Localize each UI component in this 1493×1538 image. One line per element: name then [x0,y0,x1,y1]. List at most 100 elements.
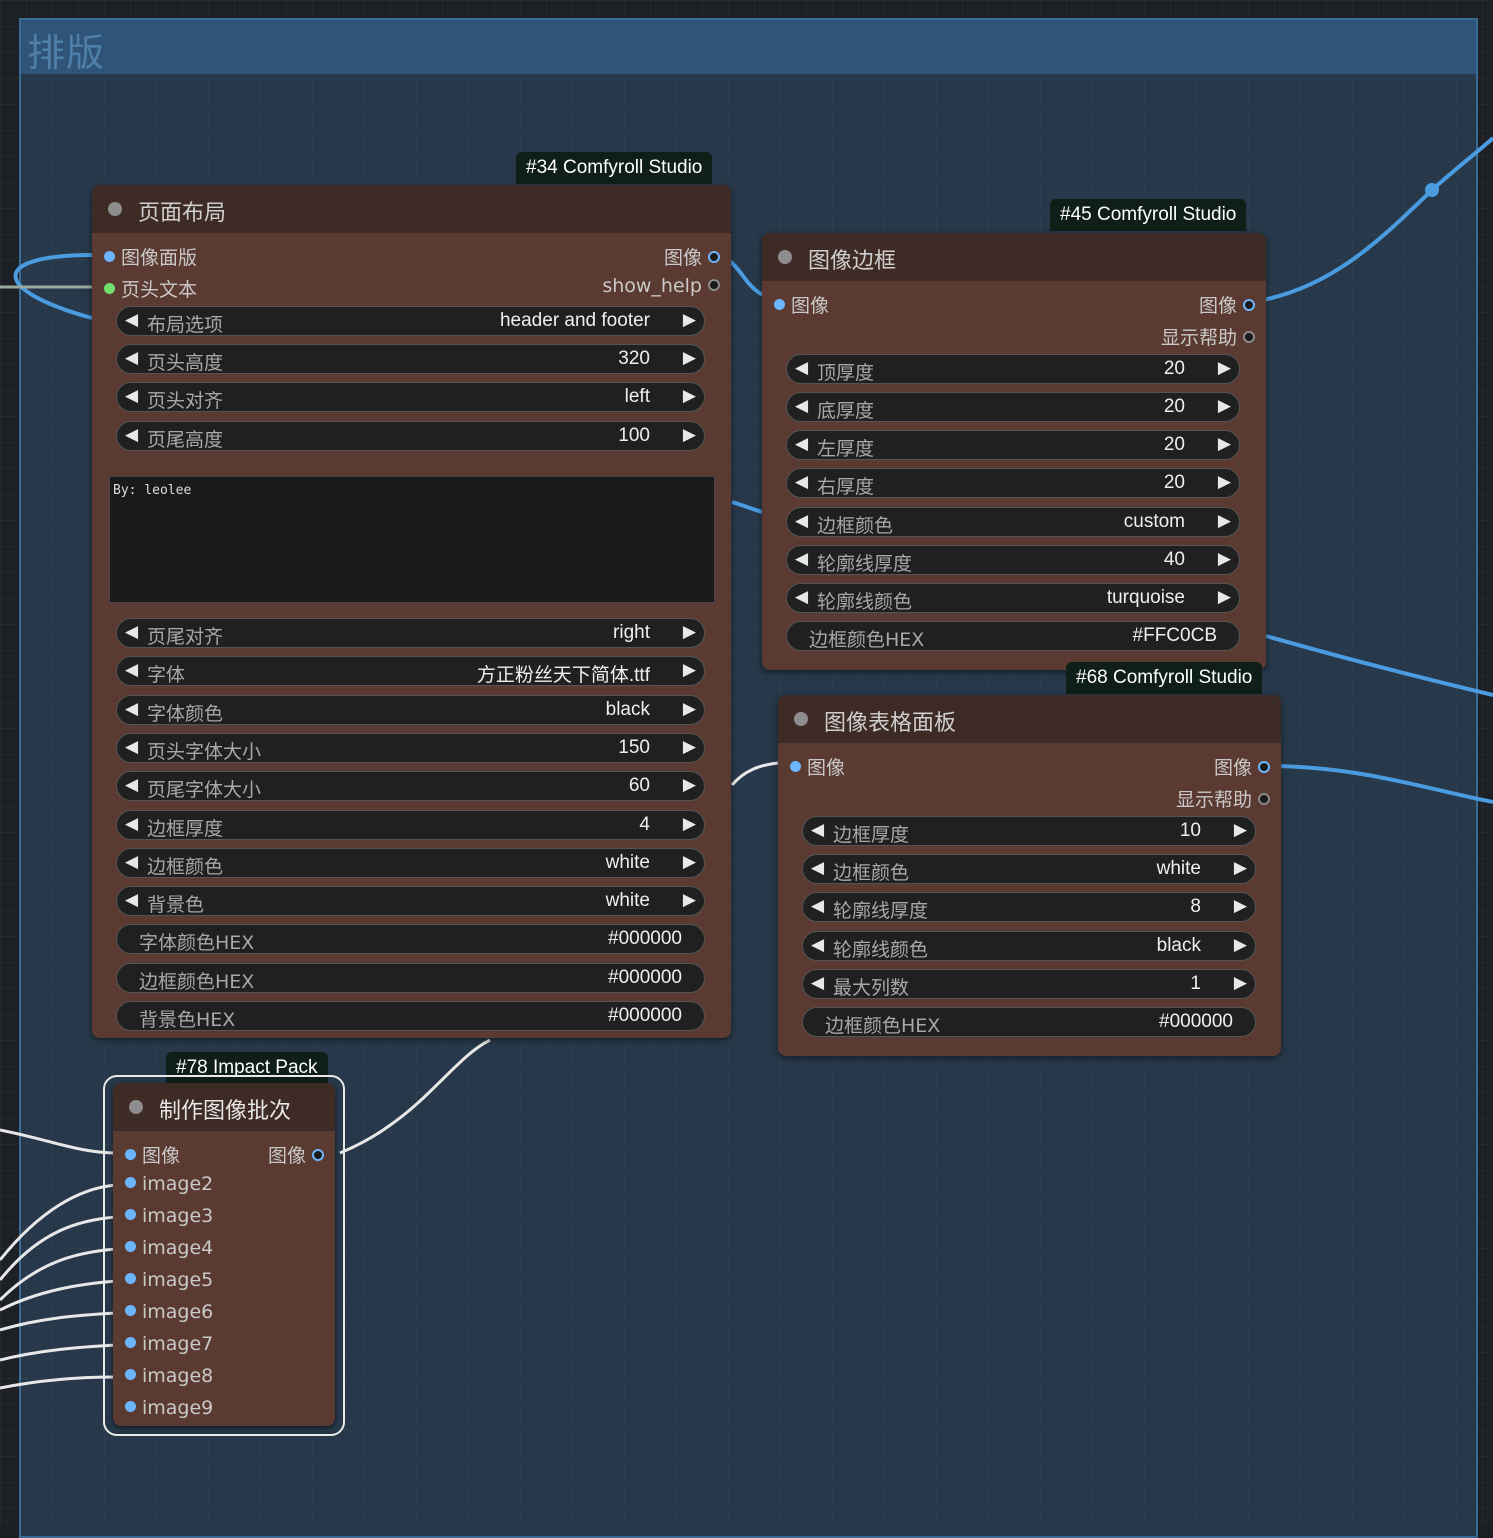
input-socket-icon[interactable] [125,1401,136,1412]
output-socket-icon[interactable] [312,1148,324,1161]
output-slot-show-help[interactable]: 显示帮助 [1176,785,1276,812]
decrement-arrow-icon[interactable]: ◀ [125,890,139,910]
decrement-arrow-icon[interactable]: ◀ [795,472,809,492]
node-header[interactable]: 页面布局 [92,185,731,233]
increment-arrow-icon[interactable]: ▶ [1233,935,1247,955]
decrement-arrow-icon[interactable]: ◀ [811,935,825,955]
decrement-arrow-icon[interactable]: ◀ [811,896,825,916]
widget-font[interactable]: ◀字体方正粉丝天下简体.ttf▶ [116,656,705,686]
output-socket-icon[interactable] [1243,330,1255,343]
increment-arrow-icon[interactable]: ▶ [682,890,696,910]
node-header[interactable]: 制作图像批次 [113,1083,335,1131]
field-border-color-hex[interactable]: 边框颜色HEX#000000 [802,1007,1256,1037]
increment-arrow-icon[interactable]: ▶ [1217,587,1231,607]
input-slot-header-text[interactable]: 页头文本 [98,275,197,302]
node-header[interactable]: 图像表格面板 [778,695,1281,743]
output-socket-icon[interactable] [1243,298,1255,311]
decrement-arrow-icon[interactable]: ◀ [811,820,825,840]
increment-arrow-icon[interactable]: ▶ [682,348,696,368]
input-socket-icon[interactable] [125,1369,136,1380]
decrement-arrow-icon[interactable]: ◀ [795,549,809,569]
decrement-arrow-icon[interactable]: ◀ [125,425,139,445]
output-slot-image[interactable]: 图像 [664,243,726,270]
input-slot-image-panel[interactable]: 图像面版 [98,243,197,270]
increment-arrow-icon[interactable]: ▶ [682,310,696,330]
increment-arrow-icon[interactable]: ▶ [682,660,696,680]
input-socket-icon[interactable] [125,1305,136,1316]
collapse-dot-icon[interactable] [778,250,792,264]
group-header[interactable]: 排版 [21,20,1476,75]
input-socket-icon[interactable] [125,1241,136,1252]
decrement-arrow-icon[interactable]: ◀ [795,358,809,378]
input-slot-image[interactable]: 图像 [119,1141,180,1168]
increment-arrow-icon[interactable]: ▶ [1217,396,1231,416]
field-background-color-hex[interactable]: 背景色HEX#000000 [116,1001,705,1031]
decrement-arrow-icon[interactable]: ◀ [125,737,139,757]
node-header[interactable]: 图像边框 [762,233,1266,281]
input-socket-icon[interactable] [125,1337,136,1348]
decrement-arrow-icon[interactable]: ◀ [125,775,139,795]
decrement-arrow-icon[interactable]: ◀ [125,814,139,834]
increment-arrow-icon[interactable]: ▶ [682,852,696,872]
input-socket-icon[interactable] [104,251,115,262]
output-socket-icon[interactable] [1258,760,1270,773]
input-socket-icon[interactable] [104,283,115,294]
increment-arrow-icon[interactable]: ▶ [1217,358,1231,378]
input-slot-image[interactable]: 图像 [784,753,845,780]
decrement-arrow-icon[interactable]: ◀ [125,348,139,368]
input-socket-icon[interactable] [790,761,801,772]
decrement-arrow-icon[interactable]: ◀ [795,396,809,416]
decrement-arrow-icon[interactable]: ◀ [125,699,139,719]
output-slot-show-help[interactable]: show_help [602,275,726,297]
increment-arrow-icon[interactable]: ▶ [1217,472,1231,492]
increment-arrow-icon[interactable]: ▶ [682,699,696,719]
decrement-arrow-icon[interactable]: ◀ [125,622,139,642]
increment-arrow-icon[interactable]: ▶ [1233,858,1247,878]
node-make-image-batch[interactable]: 制作图像批次 图像 图像 image2 image3 image4 image5… [113,1083,335,1426]
increment-arrow-icon[interactable]: ▶ [682,622,696,642]
increment-arrow-icon[interactable]: ▶ [1233,820,1247,840]
decrement-arrow-icon[interactable]: ◀ [125,386,139,406]
increment-arrow-icon[interactable]: ▶ [1217,511,1231,531]
decrement-arrow-icon[interactable]: ◀ [795,511,809,531]
input-socket-icon[interactable] [125,1209,136,1220]
output-slot-image[interactable]: 图像 [268,1141,330,1168]
increment-arrow-icon[interactable]: ▶ [682,425,696,445]
output-socket-icon[interactable] [708,278,720,291]
increment-arrow-icon[interactable]: ▶ [1217,549,1231,569]
increment-arrow-icon[interactable]: ▶ [682,775,696,795]
decrement-arrow-icon[interactable]: ◀ [795,434,809,454]
field-font-color-hex[interactable]: 字体颜色HEX#000000 [116,924,705,954]
input-slot-image[interactable]: 图像 [768,291,829,318]
increment-arrow-icon[interactable]: ▶ [1233,896,1247,916]
increment-arrow-icon[interactable]: ▶ [682,737,696,757]
increment-arrow-icon[interactable]: ▶ [682,386,696,406]
collapse-dot-icon[interactable] [108,202,122,216]
increment-arrow-icon[interactable]: ▶ [1233,973,1247,993]
decrement-arrow-icon[interactable]: ◀ [125,310,139,330]
field-border-color-hex[interactable]: 边框颜色HEX#FFC0CB [786,621,1240,651]
increment-arrow-icon[interactable]: ▶ [682,814,696,834]
decrement-arrow-icon[interactable]: ◀ [811,858,825,878]
decrement-arrow-icon[interactable]: ◀ [811,973,825,993]
